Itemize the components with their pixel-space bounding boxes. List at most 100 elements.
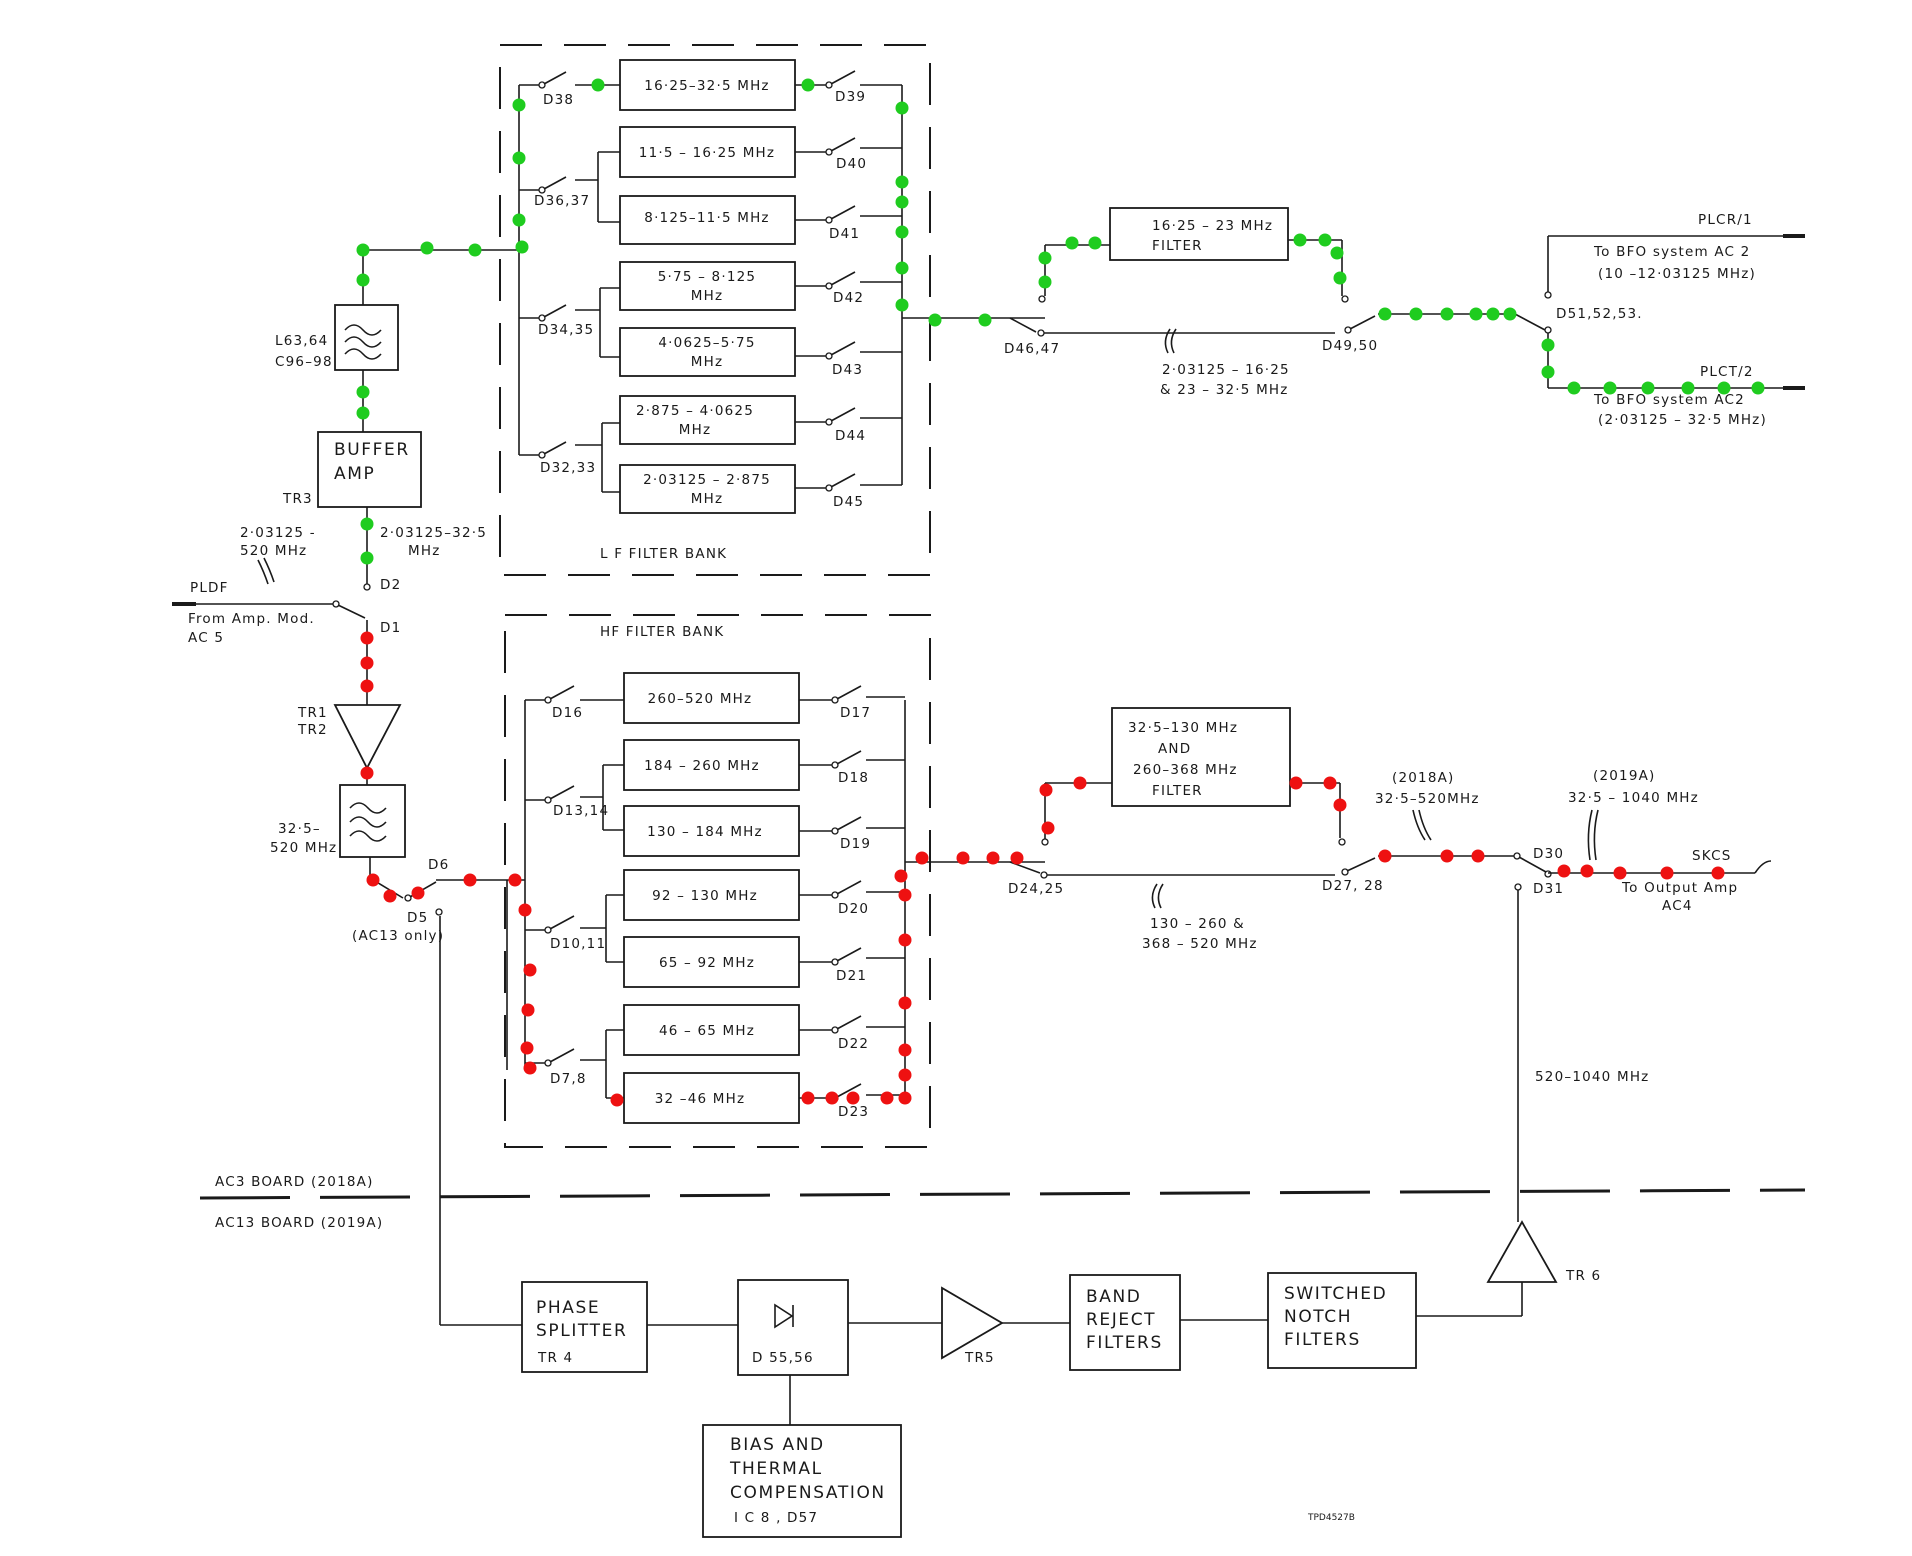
hf-bank-border bbox=[504, 614, 931, 1148]
freq-a-label-2: 520 MHz bbox=[240, 543, 307, 559]
ac13-board-label: AC13 BOARD (2019A) bbox=[215, 1215, 383, 1231]
svg-text:BIAS AND: BIAS AND bbox=[730, 1435, 825, 1455]
uhf-range-label: 520–1040 MHz bbox=[1535, 1069, 1649, 1085]
output-ac4-label: AC4 bbox=[1662, 898, 1693, 914]
lf-in-diode-label-1: D38 bbox=[543, 92, 574, 108]
phase-splitter bbox=[521, 1281, 648, 1373]
lf-bank-title: L F FILTER BANK bbox=[600, 546, 727, 562]
hf-path-highlight bbox=[360, 631, 1725, 1107]
highpass-filter bbox=[339, 784, 406, 858]
svg-text:COMPENSATION: COMPENSATION bbox=[730, 1483, 886, 1503]
hf-in-switches bbox=[525, 685, 624, 1099]
hf-filter-2: 184 – 260 MHz bbox=[623, 739, 800, 791]
svg-text:MHz: MHz bbox=[691, 288, 724, 304]
lf-out-diode-label-1: D39 bbox=[835, 89, 866, 105]
plct-label: PLCT/2 bbox=[1700, 364, 1754, 380]
lf-filter-3: 8·125–11·5 MHz bbox=[619, 195, 796, 245]
lf-in-switch-2: D36,37 bbox=[519, 151, 620, 223]
lf-out-diode-label-7: D45 bbox=[833, 494, 864, 510]
svg-text:MHz: MHz bbox=[691, 354, 724, 370]
svg-text:11·5 – 16·25 MHz: 11·5 – 16·25 MHz bbox=[639, 145, 775, 161]
svg-text:FILTERS: FILTERS bbox=[1284, 1330, 1361, 1350]
svg-text:REJECT: REJECT bbox=[1086, 1310, 1156, 1330]
buffer-amp bbox=[317, 431, 422, 508]
svg-text:184 – 260 MHz: 184 – 260 MHz bbox=[644, 758, 760, 774]
amp-tr1-tr2-icon bbox=[333, 704, 402, 770]
d2-label: D2 bbox=[380, 577, 401, 593]
hf-filter-5: 65 – 92 MHz bbox=[623, 936, 800, 988]
svg-text:FILTER: FILTER bbox=[1152, 783, 1203, 799]
d5-note: (AC13 only) bbox=[352, 928, 444, 944]
svg-text:SPLITTER: SPLITTER bbox=[536, 1321, 627, 1341]
filter-symbol-icon bbox=[349, 802, 387, 842]
d49-label: D49,50 bbox=[1322, 338, 1378, 354]
svg-text:8·125–11·5 MHz: 8·125–11·5 MHz bbox=[644, 210, 769, 226]
svg-text:I C 8 , D57: I C 8 , D57 bbox=[734, 1510, 818, 1526]
hf-out-diode-label-5: D21 bbox=[836, 968, 867, 984]
svg-text:92 – 130 MHz: 92 – 130 MHz bbox=[652, 888, 758, 904]
drawing-ref: TPD4527B bbox=[1307, 1513, 1355, 1523]
lf-in-switch-3: D34,35 bbox=[519, 287, 620, 358]
hf-in-diode-label-2: D13,14 bbox=[553, 803, 609, 819]
amp-tr6-icon bbox=[1486, 1220, 1558, 1283]
from-ac5-label: AC 5 bbox=[188, 630, 224, 646]
hf-out-diode-label-1: D17 bbox=[840, 705, 871, 721]
lf-in-switch-1: D38 bbox=[519, 71, 620, 108]
svg-text:SWITCHED: SWITCHED bbox=[1284, 1284, 1387, 1304]
lf-in-diode-label-2: D36,37 bbox=[534, 193, 590, 209]
lf-out-diode-label-5: D43 bbox=[832, 362, 863, 378]
svg-text:BUFFER: BUFFER bbox=[334, 440, 410, 460]
lf-output-path: 16·25 – 23 MHz FILTER D46,47 D49,50 D51,… bbox=[1004, 207, 1805, 428]
hf-in-diode-label-4: D7,8 bbox=[550, 1071, 587, 1087]
switched-notch-filters bbox=[1267, 1272, 1417, 1369]
lf-bank-border bbox=[499, 44, 931, 576]
hf-filter-7: 32 –46 MHz bbox=[623, 1072, 800, 1124]
hp-label-2: 520 MHz bbox=[270, 840, 337, 856]
svg-text:D 55,56: D 55,56 bbox=[752, 1350, 814, 1366]
hf-out-diode-label-4: D20 bbox=[838, 901, 869, 917]
amp-tr5-icon bbox=[941, 1286, 1004, 1360]
diode-icon bbox=[774, 1303, 794, 1329]
d46-label: D46,47 bbox=[1004, 341, 1060, 357]
svg-text:MHz: MHz bbox=[691, 491, 724, 507]
d27-label: D27, 28 bbox=[1322, 878, 1384, 894]
lf-in-diode-label-4: D32,33 bbox=[540, 460, 596, 476]
lf-out-diode-label-2: D40 bbox=[836, 156, 867, 172]
lf-in-switch-4: D32,33 bbox=[519, 422, 620, 493]
hf-filter-1: 260–520 MHz bbox=[623, 672, 800, 724]
d1-label: D1 bbox=[380, 620, 401, 636]
hf-through-label-2: 368 – 520 MHz bbox=[1142, 936, 1258, 952]
svg-text:16·25 – 23 MHz: 16·25 – 23 MHz bbox=[1152, 218, 1273, 234]
plct-range-label: (2·03125 – 32·5 MHz) bbox=[1598, 412, 1767, 428]
lf-out-diode-label-4: D42 bbox=[833, 290, 864, 306]
b2018-label-2: 32·5–520MHz bbox=[1375, 791, 1480, 807]
svg-text:32·5–130 MHz: 32·5–130 MHz bbox=[1128, 720, 1238, 736]
hf-output-path: 32·5–130 MHz AND 260–368 MHz FILTER D24,… bbox=[1008, 707, 1772, 1222]
from-amp-label: From Amp. Mod. bbox=[188, 611, 315, 627]
hf-notch-filter bbox=[1111, 707, 1291, 807]
svg-text:THERMAL: THERMAL bbox=[729, 1459, 823, 1479]
svg-text:TR 4: TR 4 bbox=[537, 1350, 573, 1366]
d6-label: D6 bbox=[428, 857, 449, 873]
svg-text:2·03125 – 2·875: 2·03125 – 2·875 bbox=[643, 472, 771, 488]
lowpass-filter-l63 bbox=[334, 304, 399, 371]
lf-path-highlight bbox=[356, 78, 1765, 565]
d51-label: D51,52,53. bbox=[1556, 306, 1643, 322]
skcs-label: SKCS bbox=[1692, 848, 1731, 864]
b2019-label-1: (2019A) bbox=[1593, 768, 1656, 784]
plcr-range-label: (10 –12·03125 MHz) bbox=[1598, 266, 1756, 282]
d30-label: D30 bbox=[1533, 846, 1564, 862]
bias-thermal-compensation bbox=[702, 1424, 902, 1538]
svg-text:16·25–32·5 MHz: 16·25–32·5 MHz bbox=[644, 78, 769, 94]
hf-through-label-1: 130 – 260 & bbox=[1150, 916, 1245, 932]
lf-through-label-2: & 23 – 32·5 MHz bbox=[1160, 382, 1289, 398]
freq-a-label-1: 2·03125 - bbox=[240, 525, 316, 541]
c96-label: C96–98 bbox=[275, 354, 333, 370]
svg-text:AND: AND bbox=[1158, 741, 1191, 757]
hf-filter-4: 92 – 130 MHz bbox=[623, 869, 800, 921]
skcs-connector bbox=[1754, 860, 1772, 874]
svg-text:260–368 MHz: 260–368 MHz bbox=[1133, 762, 1238, 778]
lf-filter-6: 2·875 – 4·0625 MHz bbox=[619, 395, 796, 445]
svg-text:65 – 92 MHz: 65 – 92 MHz bbox=[659, 955, 755, 971]
